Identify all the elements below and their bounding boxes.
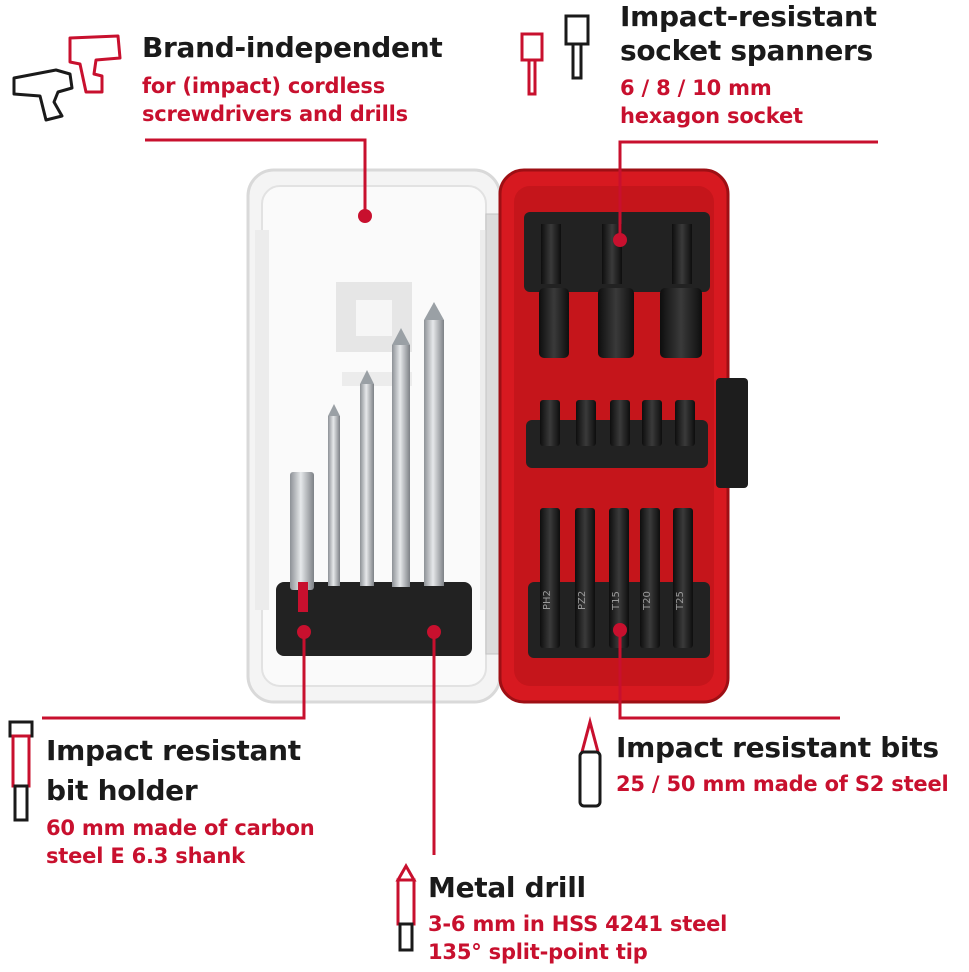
drill-title: Metal drill — [428, 871, 586, 904]
short-bits-rail — [526, 400, 708, 468]
holder-line-2: steel E 6.3 shank — [46, 844, 245, 868]
drill-bit-outline-icon — [395, 862, 417, 952]
leader-dots — [297, 209, 627, 639]
leader-lines — [42, 138, 878, 855]
bit-label: PZ2 — [577, 591, 588, 610]
drill-line-1: 3-6 mm in HSS 4241 steel — [428, 912, 728, 936]
screwdriver-bit-outline-icon — [578, 716, 602, 808]
socket-outline-icon — [564, 14, 590, 80]
bit-label: T20 — [642, 591, 653, 611]
sockets-title-1: Impact-resistant — [620, 0, 877, 33]
sockets-line-2: hexagon socket — [620, 104, 803, 128]
bit-holder — [290, 472, 314, 612]
cordless-drill-outline-icon — [68, 34, 122, 94]
leader-brand — [145, 138, 367, 216]
holder-title-2: bit holder — [46, 774, 198, 807]
leader-holder — [42, 632, 306, 720]
bits-line-1: 25 / 50 mm made of S2 steel — [616, 772, 949, 796]
holder-line-1: 60 mm made of carbon — [46, 816, 315, 840]
socket-outline-icon — [520, 32, 544, 96]
drill-line-2: 135° split-point tip — [428, 940, 648, 964]
brand-title: Brand-independent — [142, 31, 443, 64]
long-bits-rail: PH2 PZ2 T15 T20 T25 — [528, 508, 710, 658]
bits-title: Impact resistant bits — [616, 731, 939, 764]
drill-insert — [276, 582, 472, 656]
bit-label: T25 — [675, 591, 686, 611]
metal-drills — [328, 302, 444, 587]
leader-bits — [618, 630, 840, 720]
sockets-title-2: socket spanners — [620, 34, 873, 67]
bit-holder-outline-icon — [8, 720, 34, 822]
bit-label: PH2 — [542, 590, 553, 610]
sockets-line-1: 6 / 8 / 10 mm — [620, 76, 772, 100]
bit-label: T15 — [611, 591, 622, 611]
brand-line-2: screwdrivers and drills — [142, 102, 408, 126]
leader-sockets — [618, 140, 878, 240]
holder-title-1: Impact resistant — [46, 734, 301, 767]
drill-outline-icon — [12, 68, 74, 122]
brand-line-1: for (impact) cordless — [142, 74, 386, 98]
